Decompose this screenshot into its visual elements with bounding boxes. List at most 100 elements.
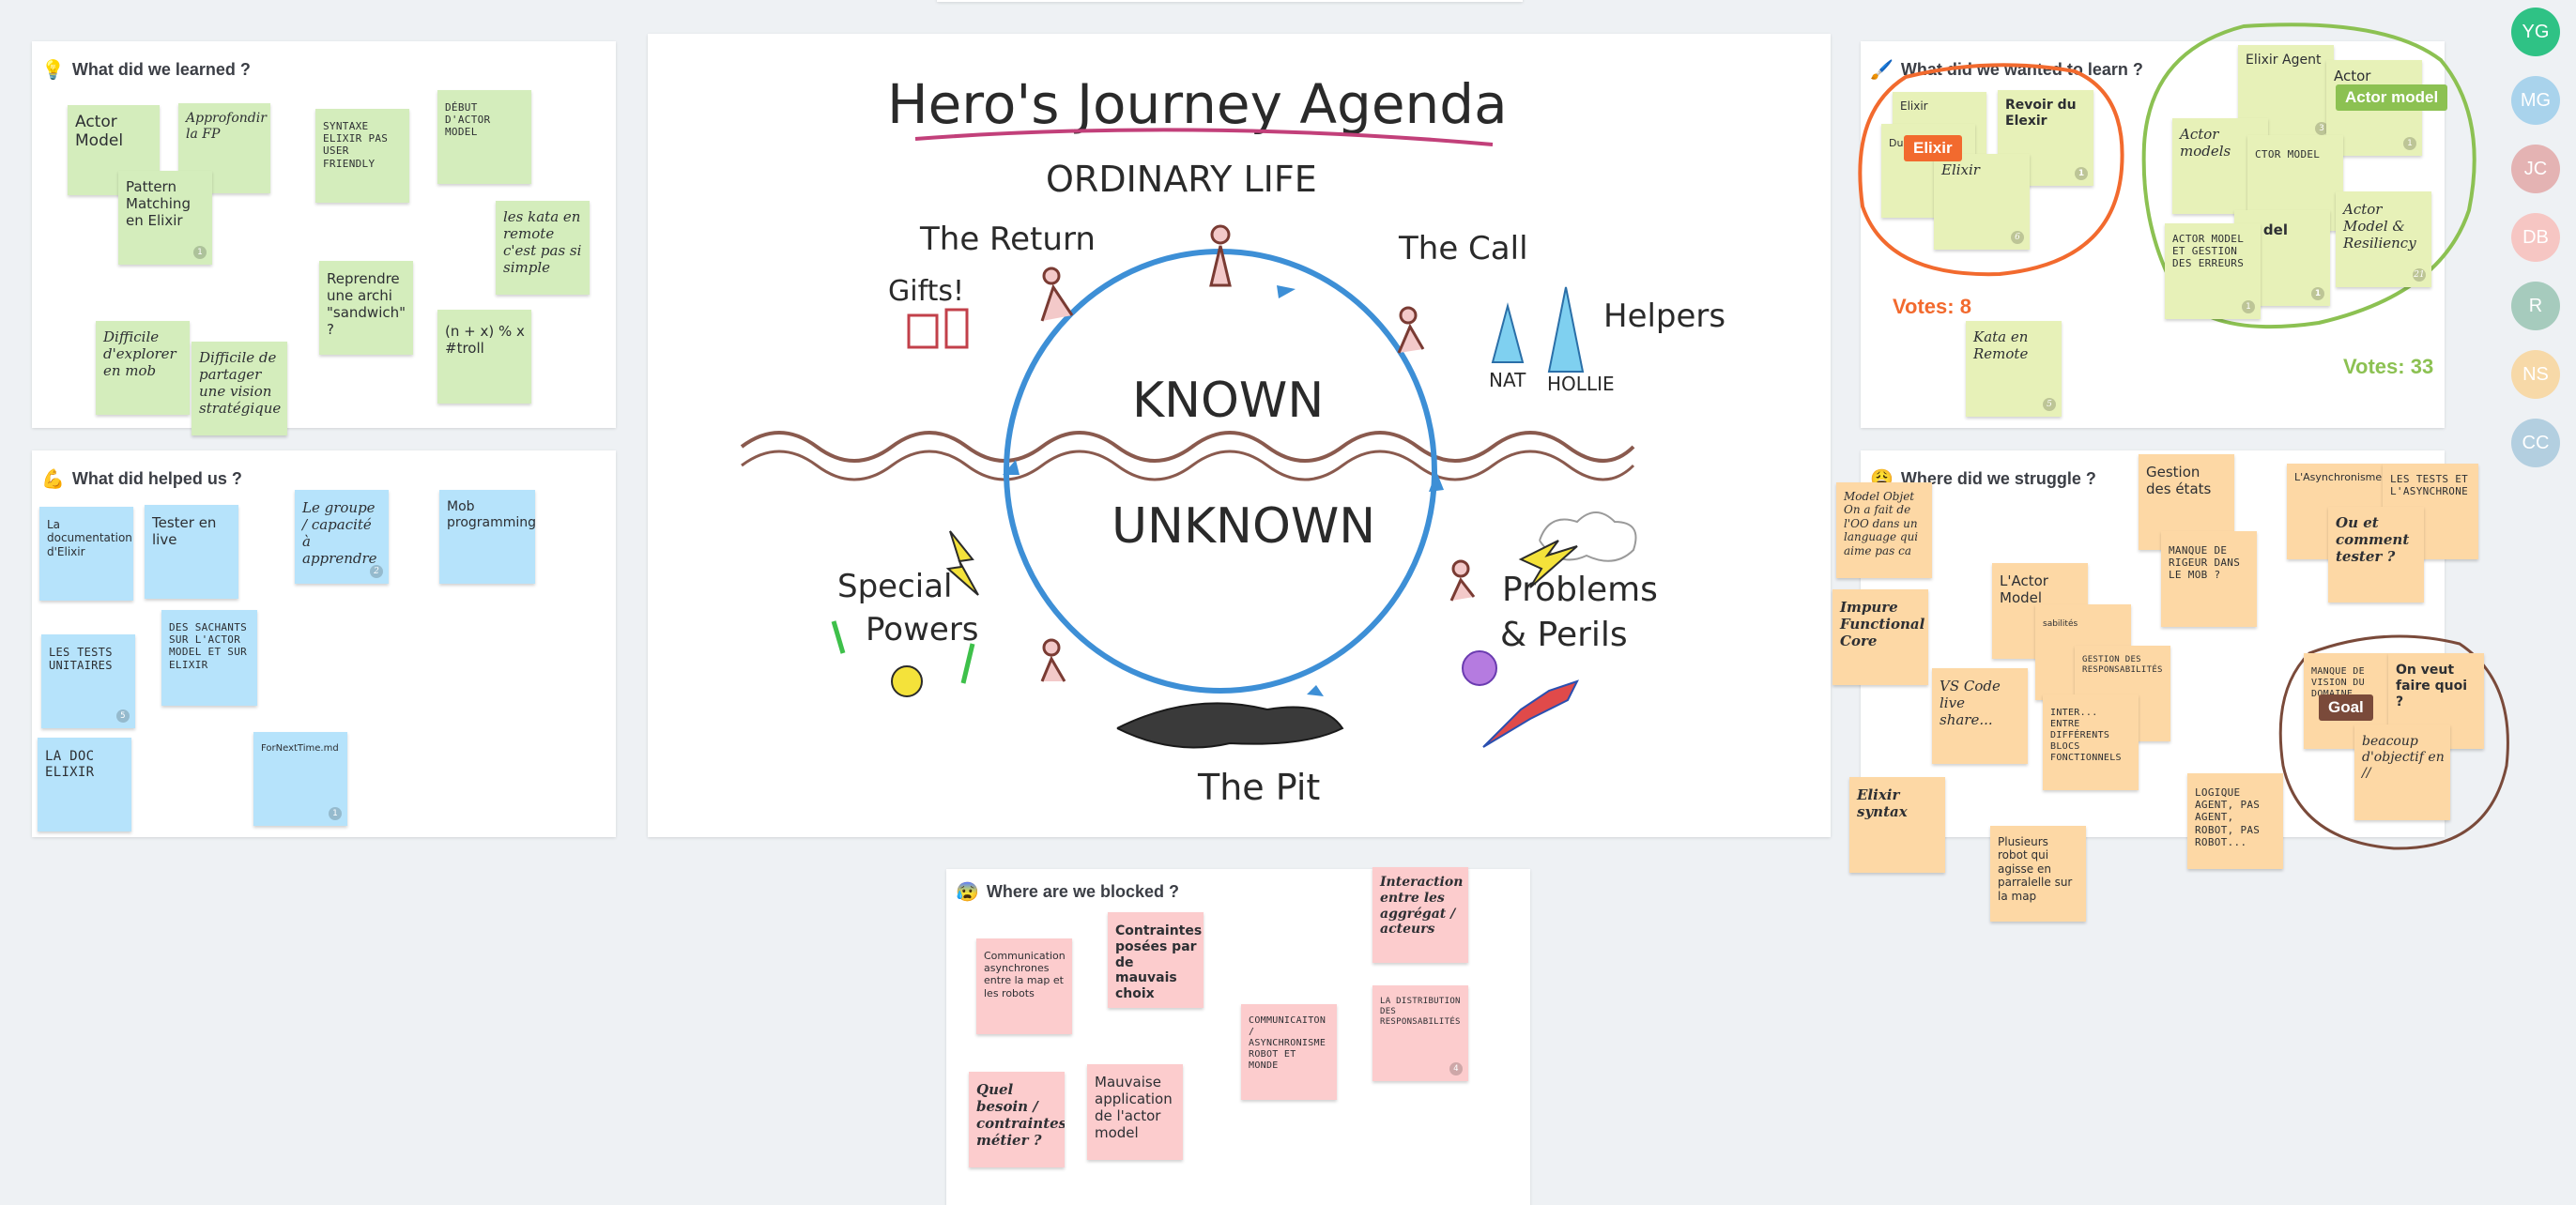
vote-count: 1 [2311,287,2324,300]
hero-pit: The Pit [1197,767,1320,808]
sticky-note[interactable]: Communication asynchrones entre la map e… [976,938,1072,1034]
note-text: La documentation d'Elixir [47,518,132,558]
sticky-note[interactable]: Les tests unitaires 5 [41,634,135,728]
sticky-note[interactable]: Interaction entre les aggrégat / acteurs [1372,867,1468,963]
avatar[interactable]: YG [2511,8,2560,56]
vote-count: 21 [2413,268,2426,282]
note-text: Du [1889,137,1904,149]
vote-count: 1 [329,807,342,820]
sticky-note[interactable]: Ou et comment tester ? [2328,507,2424,602]
sticky-note[interactable]: Contraintes posées par de mauvais choix [1108,912,1204,1008]
sticky-note[interactable]: Syntaxe elixir pas user friendly [315,109,409,203]
note-text: Mob programming [447,499,535,530]
avatar[interactable]: NS [2511,350,2560,399]
hero-ordinary: ORDINARY LIFE [1046,159,1317,200]
note-text: Contraintes posées par de mauvais choix [1115,923,1203,1002]
hero-problems: Problems [1502,571,1658,609]
note-text: Difficile d'explorer en mob [103,328,176,379]
avatar[interactable]: CC [2511,419,2560,467]
bulb-icon: 💡 [41,60,65,81]
sticky-note[interactable]: (n + x) % x #troll [437,310,531,404]
sticky-note[interactable]: Quel besoin / contraintes métier ? [969,1072,1065,1167]
note-text: Manque de vision du domaine [2311,666,2365,699]
sticky-note[interactable]: Des sachants sur l'actor model et sur el… [161,610,257,706]
vote-count: 3 [2315,122,2328,135]
sticky-note[interactable]: Logique agent, pas agent, robot, pas rob… [2187,773,2283,869]
note-text: Actor Model [75,113,124,151]
note-text: Impure Functional Core [1840,599,1925,649]
sticky-note[interactable]: Inter... entre différents blocs fonction… [2043,694,2139,790]
sticky-note[interactable]: La distribution des responsabilités 4 [1372,985,1468,1081]
note-text: Reprendre une archi "sandwich" ? [327,270,406,338]
note-text: Approfondir la FP [186,111,267,142]
sticky-note[interactable]: Mob programming [439,490,535,584]
note-text: La distribution des responsabilités [1380,997,1461,1027]
sticky-note[interactable]: Model Objet On a fait de l'OO dans un la… [1836,482,1932,578]
note-text: Mauvaise application de l'actor model [1095,1074,1173,1141]
sticky-note[interactable]: Mauvaise application de l'actor model [1087,1064,1183,1160]
hero-gifts: Gifts! [888,275,964,308]
avatar[interactable]: MG [2511,76,2560,125]
note-text: L'Asynchronisme [2294,471,2383,483]
note-text: Revoir du Elexir [2005,98,2077,129]
tag-goal[interactable]: Goal [2319,694,2373,721]
avatar[interactable]: R [2511,282,2560,330]
vote-count: 1 [2242,300,2255,313]
orange-cluster-circle [1858,63,2124,277]
votes-left: Votes: 8 [1893,295,1971,318]
note-text: Model Objet On a fait de l'OO dans un la… [1844,490,1919,557]
note-text: Actor [2334,68,2371,84]
sticky-note[interactable]: Impure Functional Core [1832,589,1928,685]
note-text: Actor models [2180,126,2231,160]
avatar[interactable]: JC [2511,145,2560,193]
note-text: Quel besoin / contraintes métier ? [976,1081,1065,1149]
note-text: Logique agent, pas agent, robot, pas rob… [2195,786,2261,848]
note-text: Difficile de partager une vision stratég… [199,349,282,417]
note-text: Début d'actor model [445,101,491,139]
frame-title: 😰 Where are we blocked ? [956,880,1179,904]
hero-title: Hero's Journey Agenda [887,72,1508,136]
sticky-note[interactable]: Reprendre une archi "sandwich" ? [319,261,413,355]
frame-title-text: What did helped us ? [71,469,242,488]
note-text: les kata en remote c'est pas si simple [503,208,582,276]
note-text: Elixir Agent [2246,53,2322,68]
sticky-note[interactable]: Elixir syntax [1849,777,1945,873]
sticky-note[interactable]: La doc Elixir [38,738,131,831]
sticky-note[interactable]: Difficile de partager une vision stratég… [192,342,287,435]
hero-journey-drawing: Hero's Journey Agenda ORDINARY LIFE KNOW… [740,72,1725,808]
sticky-note[interactable]: beacoup d'objectif en // [2354,725,2450,820]
sticky-note[interactable]: Début d'actor model [437,90,531,184]
note-text: Les tests unitaires [49,646,113,673]
note-text: Actor model et gestion des erreurs [2172,233,2245,270]
hero-journey-image[interactable]: Hero's Journey Agenda ORDINARY LIFE KNOW… [648,34,1831,837]
note-text: Les tests et l'asynchrone [2390,473,2469,498]
sticky-note[interactable]: Manque de rigeur dans le mob ? [2161,531,2257,627]
vote-count: 6 [2011,231,2024,244]
vote-count: 4 [1449,1062,1463,1075]
avatar[interactable]: DB [2511,213,2560,262]
tag-actor-model[interactable]: Actor model [2336,84,2448,111]
sticky-note[interactable]: La documentation d'Elixir [39,507,133,601]
sticky-note[interactable]: Communicaiton / Asynchronisme robot et m… [1241,1004,1337,1100]
sticky-note[interactable]: Difficile d'explorer en mob [96,321,190,415]
sticky-note[interactable]: Plusieurs robot qui agisse en parralelle… [1990,826,2086,922]
frame-title-text: What did we learned ? [71,60,251,79]
frame-title-text: Where did we struggle ? [1900,469,2096,488]
sticky-note[interactable]: VS Code live share... [1932,668,2028,764]
hero-perils: & Perils [1500,616,1628,654]
sticky-note[interactable]: Tester en live [145,505,238,599]
note-text: Elixir [1900,99,1928,113]
tag-elixir[interactable]: Elixir [1904,135,1962,161]
sticky-note[interactable]: Actor model et gestion des erreurs 1 [2165,223,2261,319]
vote-count: 5 [116,709,130,723]
sticky-note[interactable]: les kata en remote c'est pas si simple [496,201,590,295]
note-text: Manque de rigeur dans le mob ? [2169,544,2241,582]
note-text: Communicaiton / Asynchronisme robot et m… [1249,1015,1326,1071]
vote-count: 1 [193,246,207,259]
